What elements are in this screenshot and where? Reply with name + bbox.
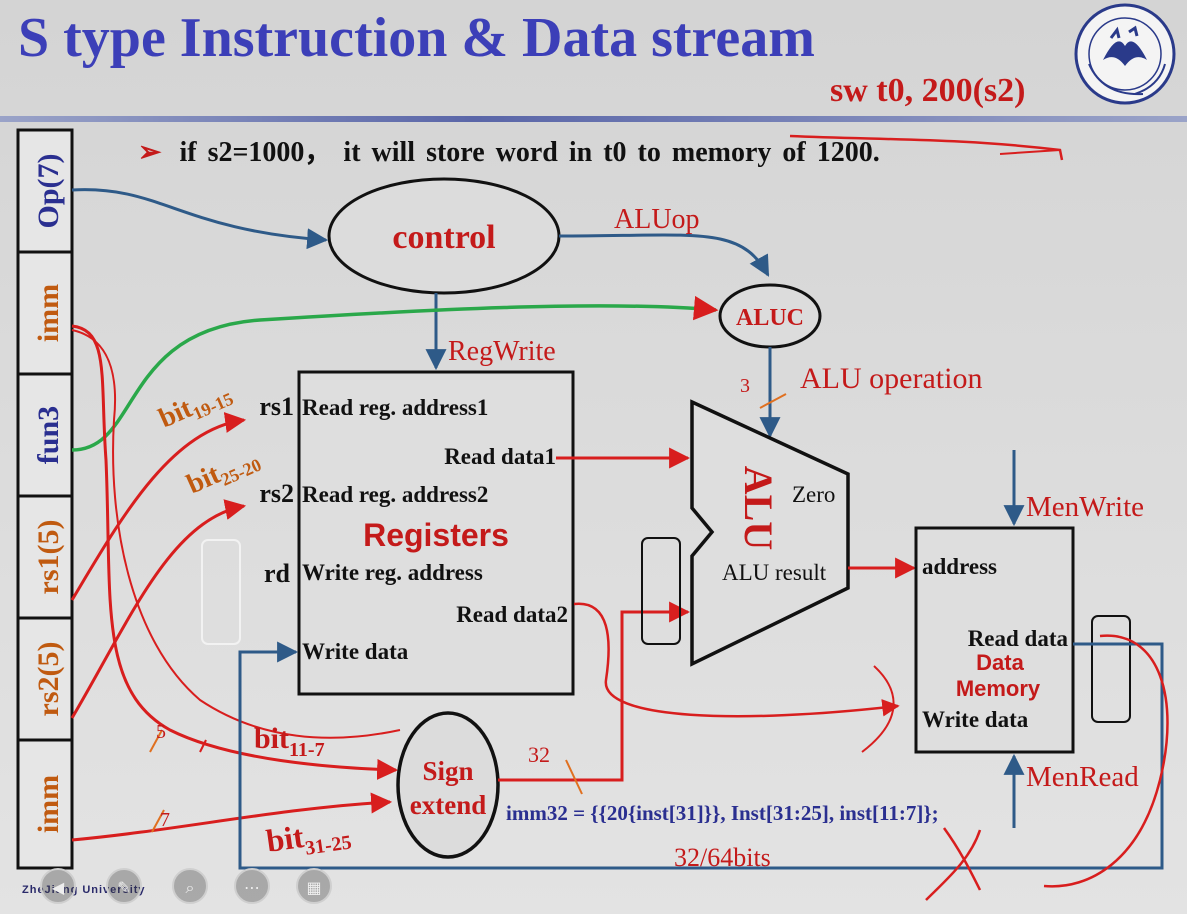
reg-write-data-label: Write data	[302, 639, 409, 664]
field-rs2-box	[16, 616, 74, 742]
bit11-7-label: bit11-7	[254, 722, 325, 761]
memwrite-label: MenWrite	[1026, 491, 1144, 523]
alu-operation-width: 3	[740, 375, 750, 397]
annotation-imm-loop	[71, 329, 401, 739]
wire-op-to-control	[71, 188, 329, 250]
writeback-mux-box	[1091, 615, 1131, 723]
mem-write-data-label: Write data	[922, 707, 1029, 732]
bullet-text: if s2=1000， it will store word in t0 to …	[179, 137, 880, 168]
field-op-label: Op(7)	[32, 154, 65, 229]
memread-label: MenRead	[1026, 761, 1139, 793]
sign-extend-line2: extend	[410, 790, 487, 820]
field-fun3-box	[16, 372, 74, 498]
slide-title: S type Instruction & Data stream	[18, 7, 815, 69]
alu-unit	[690, 399, 850, 667]
register-file	[297, 370, 575, 696]
mem-title-line1: Data	[976, 650, 1024, 675]
bullet-line: ➢ if s2=1000， it will store word in t0 to…	[138, 130, 880, 170]
imm-upper-width-tick	[149, 729, 163, 753]
aluc-label: ALUC	[736, 305, 804, 331]
mem-read-data-label: Read data	[968, 626, 1069, 651]
wire-aluop	[558, 233, 770, 277]
field-rs2-label: rs2(5)	[32, 642, 65, 717]
alu-label: ALU	[736, 466, 781, 550]
reg-read-addr2-label: Read reg. address2	[302, 482, 488, 507]
annotation-arrow-stroke	[861, 665, 895, 753]
pen-icon: ✎	[117, 878, 131, 897]
ellipsis-icon: ⋯	[244, 878, 260, 897]
field-imm-lower-label: imm	[32, 775, 65, 833]
field-imm-lower-box	[16, 738, 74, 870]
bit25-20-label: bit25-20	[182, 442, 264, 503]
alu-result-label: ALU result	[722, 560, 827, 585]
wire-imm-upper-to-sign-extend	[71, 324, 399, 780]
alu-zero-label: Zero	[792, 482, 835, 507]
instruction-example: sw t0, 200(s2)	[830, 72, 1026, 109]
imm-lower-width-tick	[151, 809, 165, 833]
bus-width-label: 32/64bits	[674, 843, 771, 872]
control-label: control	[392, 219, 495, 256]
imm32-width: 32	[528, 742, 550, 767]
zoom-button[interactable]: ⌕	[172, 868, 208, 904]
annotation-strike	[999, 149, 1061, 155]
annotation-tick	[199, 739, 207, 753]
previous-slide-button[interactable]: ◀	[40, 868, 76, 904]
rd-port-label: rd	[264, 559, 291, 588]
alu-operation-label: ALU operation	[800, 362, 982, 395]
registers-title: Registers	[363, 517, 509, 553]
wire-read-data2-to-write-data	[573, 602, 900, 718]
regwrite-label: RegWrite	[448, 336, 556, 367]
more-options-button[interactable]: ⋯	[234, 868, 270, 904]
placeholder-box	[201, 539, 241, 645]
alu-mux-box	[641, 537, 681, 645]
imm32-width-tick	[565, 759, 583, 795]
magnifier-icon: ⌕	[185, 878, 195, 897]
aluop-label: ALUop	[614, 204, 700, 235]
imm-upper-width: 5	[156, 721, 166, 743]
annotation-underline	[789, 134, 1064, 161]
annotation-cross-mark	[925, 827, 982, 901]
bit31-25-label: bit31-25	[264, 812, 353, 865]
sign-extend-unit	[396, 711, 500, 859]
mem-title-line2: Memory	[956, 676, 1041, 701]
reg-read-data1-label: Read data1	[444, 444, 556, 469]
field-fun3-label: fun3	[32, 406, 65, 464]
imm-lower-width: 7	[160, 809, 170, 831]
annotation-writeback-curve	[1043, 634, 1169, 888]
instruction-fields: Op(7) imm fun3 rs1(5) rs2(5) imm	[16, 128, 74, 870]
wire-rs1	[70, 412, 247, 601]
mem-address-label: address	[922, 554, 997, 579]
field-rs1-label: rs1(5)	[32, 520, 65, 595]
reg-read-addr1-label: Read reg. address1	[302, 395, 488, 420]
slide-overview-button[interactable]: ▦	[296, 868, 332, 904]
wire-rs2	[70, 499, 247, 719]
rs1-port-label: rs1	[259, 392, 294, 421]
grid-icon: ▦	[306, 878, 322, 897]
reg-write-addr-label: Write reg. address	[302, 560, 483, 585]
data-memory	[914, 526, 1075, 754]
wire-imm32-to-alu	[498, 601, 691, 782]
sign-extend-formula: imm32 = {{20{inst[31]}}, Inst[31:25], in…	[506, 801, 939, 825]
bullet-arrow-icon: ➢	[138, 137, 162, 168]
rs2-port-label: rs2	[259, 479, 294, 508]
title-divider	[0, 116, 1187, 122]
wire-imm-lower-to-sign-extend	[71, 792, 393, 842]
alu-operation-width-tick	[759, 393, 787, 409]
wire-write-back-bus	[238, 641, 1164, 870]
sign-extend-line1: Sign	[422, 756, 473, 786]
bit19-15-label: bit19-15	[154, 376, 236, 437]
pen-tool-button[interactable]: ✎	[106, 868, 142, 904]
field-rs1-box	[16, 494, 74, 620]
reg-read-data2-label: Read data2	[456, 602, 568, 627]
field-imm-upper-label: imm	[32, 284, 65, 342]
chevron-left-icon: ◀	[51, 878, 65, 897]
wire-fun3-to-aluc	[71, 295, 719, 452]
university-seal-logo	[1074, 3, 1176, 105]
